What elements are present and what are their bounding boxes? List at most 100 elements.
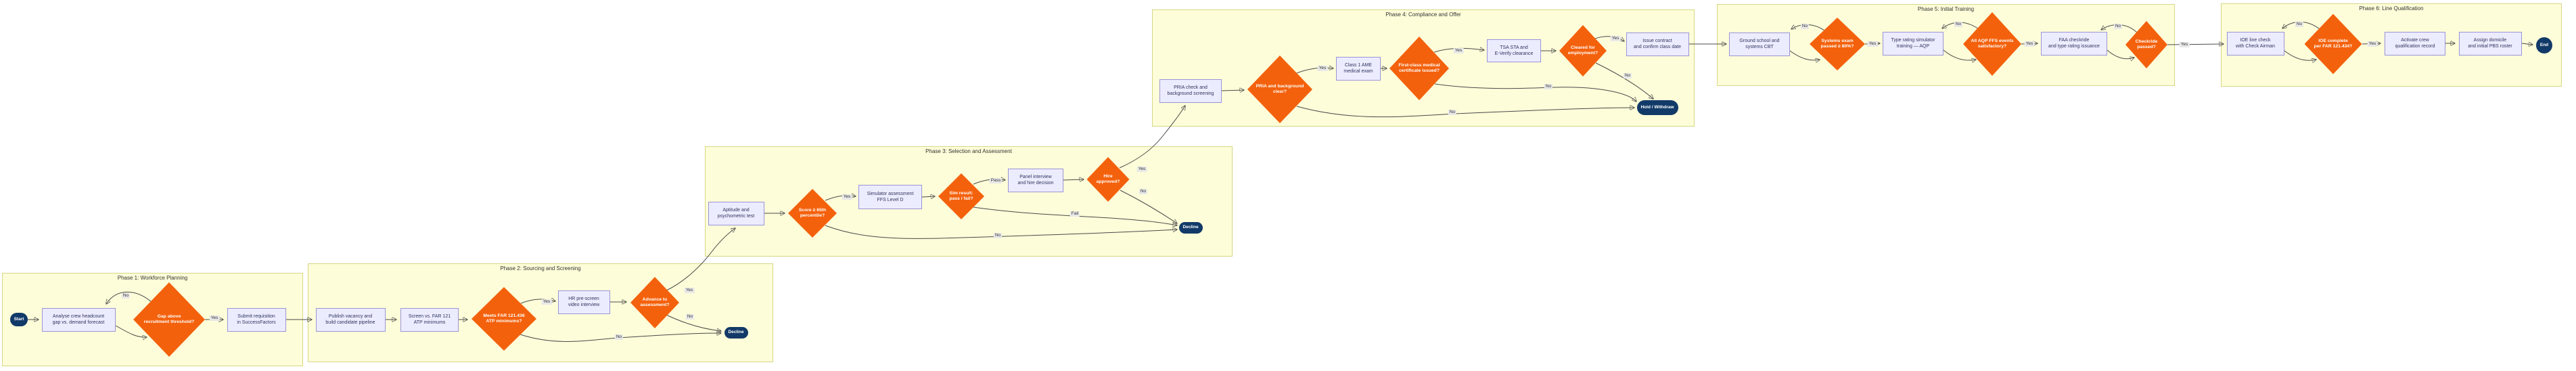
phase-6-title: Phase 6: Line Qualification	[2359, 5, 2424, 12]
node-medcert-label: certificate issued?	[1399, 68, 1440, 73]
edge-label-gap-submit: Yes	[209, 315, 220, 321]
node-decline3: Decline	[1178, 221, 1203, 234]
edge-ioe-ioeq	[2284, 50, 2316, 60]
edge-label-hire-pria: Yes	[1136, 167, 1147, 172]
edge-label-score-decline3: No	[993, 233, 1003, 238]
edge-ground-sysexam	[1789, 50, 1820, 60]
edge-label-gap-analyse: No	[121, 293, 131, 299]
node-sim-label: Simulator assessment	[867, 192, 914, 196]
node-sim-label: FFS Level D	[877, 198, 904, 202]
edge-label-aqp-type: No	[1954, 22, 1963, 27]
node-submit-label: in SuccessFactors	[237, 320, 276, 325]
edge-label-far-hr: Yes	[541, 299, 552, 305]
edge-sim-simres	[921, 196, 935, 197]
node-publish-label: build candidate pipeline	[325, 320, 375, 325]
node-score-label: percentile?	[800, 213, 825, 218]
node-cleared-label: employment?	[1567, 51, 1598, 56]
node-submit-label: Submit requisition	[237, 314, 275, 319]
node-ground-label: systems CBT	[1745, 45, 1774, 49]
edge-label-advance-decline2: No	[685, 314, 695, 320]
phase-5-title: Phase 5: Initial Training	[1917, 6, 1975, 12]
node-priaq-label: PRIA and background	[1256, 83, 1304, 89]
edge-simres-decline3	[973, 206, 1177, 225]
edge-hire-pria	[1119, 106, 1185, 169]
node-assign-label: Assign domicile	[2473, 38, 2507, 43]
node-aptitude-label: psychometric test	[717, 214, 755, 219]
node-gap-label: recruitment threshold?	[143, 320, 195, 324]
node-screen-label: Screen vs. FAR 121	[408, 314, 451, 319]
node-activate-label: Activate crew	[2401, 38, 2429, 43]
phase-2-box: Phase 2: Sourcing and Screening	[308, 263, 773, 362]
edge-label-simres-panel: Pass	[989, 178, 1003, 183]
node-class1-label: Class 1 AME	[1344, 63, 1373, 68]
node-hire-label: approved?	[1096, 179, 1120, 184]
node-ioe-label: with Check Airman	[2236, 44, 2275, 49]
node-simres-label: pass / fail?	[949, 196, 973, 201]
edge-label-checkride-faa: No	[2113, 24, 2123, 29]
node-aptitude-label: Aptitude and	[722, 208, 750, 213]
edge-panel-hire	[1063, 179, 1084, 180]
node-activate-label: qualification record	[2395, 44, 2435, 49]
node-hire-label: Hire	[1103, 173, 1113, 179]
node-analyse-label: gap vs. demand forecast	[52, 320, 105, 325]
phase-2-title: Phase 2: Sourcing and Screening	[500, 265, 581, 271]
node-sysexam-label: passed ≥ 80%?	[1820, 44, 1854, 49]
edge-faa-checkride	[2107, 49, 2134, 59]
edge-label-hire-decline3: No	[1138, 189, 1148, 194]
edge-label-medcert-hold: No	[1544, 84, 1553, 89]
node-ioeq-label: IOE complete	[2318, 38, 2348, 43]
node-hold: Hold / Withdraw	[1636, 100, 1678, 115]
node-type-label: training — AQP	[1896, 44, 1930, 49]
node-advance-label: assessment?	[640, 303, 670, 307]
node-hold-label: Hold / Withdraw	[1640, 105, 1674, 110]
node-faa-label: and type rating issuance	[2048, 44, 2100, 49]
edge-pria-priaq	[1221, 90, 1244, 91]
edge-far-hr	[520, 299, 555, 304]
node-pria-label: background screening	[1167, 91, 1214, 96]
node-hr-label: video interview	[568, 303, 600, 307]
edge-medcert-hold	[1434, 83, 1636, 102]
node-ioeq-label: per FAR 121.434?	[2314, 44, 2353, 49]
edge-cleared-hold	[1595, 62, 1653, 99]
node-checkride-label: passed?	[2137, 45, 2156, 49]
edge-hire-decline3	[1120, 190, 1177, 223]
node-tsa-label: TSA STA and	[1500, 45, 1528, 50]
node-end-label: End	[2539, 43, 2549, 47]
edge-advance-aptitude	[666, 228, 735, 291]
node-pria-label: PRIA check and	[1174, 85, 1208, 90]
node-cleared-label: Cleared for	[1571, 45, 1595, 50]
edge-label-medcert-tsa: Yes	[1453, 48, 1464, 53]
node-checkride-label: Checkride	[2135, 39, 2158, 44]
edge-priaq-hold	[1296, 106, 1634, 118]
edge-label-sysexam-type: Yes	[1867, 41, 1878, 47]
node-analyse-label: Analyse crew headcount	[52, 314, 105, 319]
node-start: Start	[10, 313, 28, 326]
node-hr-label: HR pre-screen	[568, 297, 599, 301]
edge-priaq-class1	[1296, 68, 1333, 74]
node-far-label: Meets FAR 121.436	[483, 313, 525, 318]
node-gap-label: Gap above	[157, 313, 181, 319]
edge-label-ioeq-activate: Yes	[2367, 41, 2378, 47]
phase-1-title: Phase 1: Workforce Planning	[117, 275, 188, 281]
node-ground-label: Ground school and	[1739, 39, 1780, 43]
edge-score-decline3	[825, 225, 1177, 239]
node-aqp-label: All AQP FFS events	[1971, 38, 2014, 43]
edge-type-aqp	[1943, 49, 1976, 60]
node-start-label: Start	[14, 317, 24, 322]
node-decline3-label: Decline	[1182, 225, 1199, 230]
edge-analyse-gap	[115, 325, 147, 337]
node-hr: HR pre-screen video interview	[557, 290, 610, 314]
edge-label-ioeq-ioe: No	[2295, 22, 2304, 27]
edge-label-checkride-ioe: Yes	[2179, 42, 2190, 47]
node-issue-label: Issue contract	[1642, 39, 1672, 43]
node-class1-label: medical exam	[1343, 69, 1373, 74]
